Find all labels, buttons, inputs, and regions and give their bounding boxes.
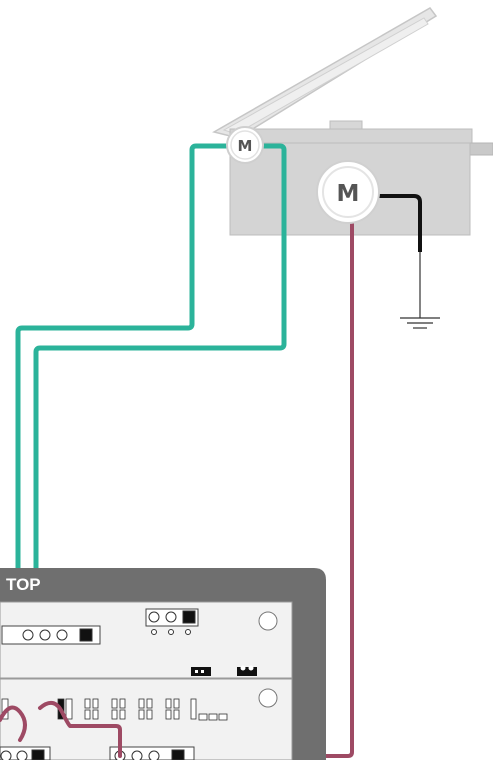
black-ground-wire [376,194,422,252]
main-motor: M [316,160,380,224]
teal-wire-outer [15,143,233,760]
mounting-hole-lower [258,688,278,708]
teal-wire-inner [33,143,287,760]
housing-lid-inner [222,17,429,135]
housing-side-flange [469,142,493,156]
maroon-loop-left [0,705,27,742]
main-motor-symbol: M [337,181,360,207]
lid-motor-symbol: M [238,137,253,155]
maroon-loop-mid [38,700,122,758]
upper-small-chips [191,665,257,676]
ground-icon [400,252,440,329]
upper-header-pins [1,625,101,645]
maroon-wires [122,208,354,758]
board-label: TOP [6,575,41,594]
mounting-hole-upper [258,611,278,631]
teal-wires [15,143,287,760]
lid-motor: M [226,126,264,164]
main-motor-disc [322,166,374,218]
lower-header-pins [0,746,195,760]
maroon-wire-main [122,208,354,758]
lid-motor-disc [230,130,260,160]
controller-board: TOP [0,568,326,760]
housing-top-plate [229,128,473,145]
upper-right-connector [145,608,199,635]
board-maroon-jumpers [0,700,122,758]
